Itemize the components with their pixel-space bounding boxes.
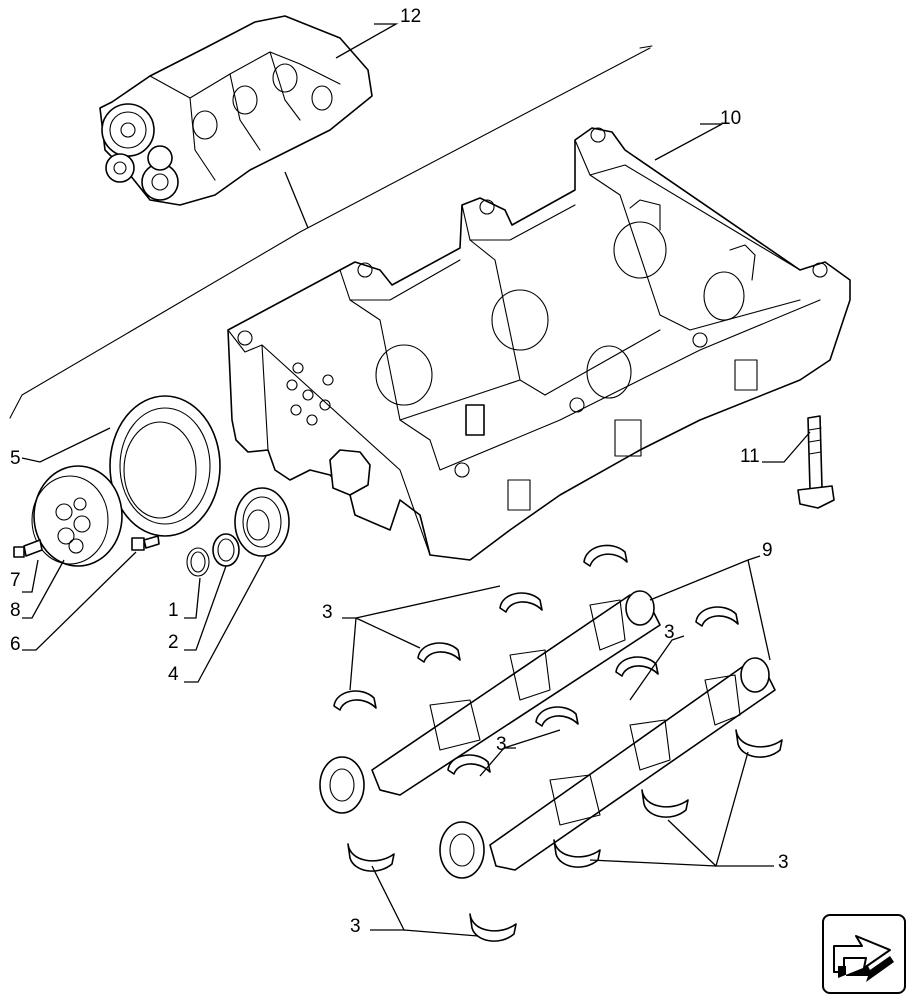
next-page-button[interactable] xyxy=(822,914,906,994)
callout-11: 11 xyxy=(740,446,760,467)
snap-ring xyxy=(186,547,210,577)
callout-3-d: 3 xyxy=(778,852,789,873)
callout-9: 9 xyxy=(762,540,773,561)
next-page-arrow-icon xyxy=(833,935,894,982)
camshaft-upper xyxy=(319,590,661,814)
callout-1: 1 xyxy=(168,600,179,621)
small-bolt xyxy=(131,535,160,551)
callout-7: 7 xyxy=(10,570,21,591)
camshaft-lower xyxy=(439,657,776,879)
screw xyxy=(13,539,43,558)
callout-2: 2 xyxy=(168,632,179,653)
section-divider-tick xyxy=(639,45,653,49)
callout-3-b: 3 xyxy=(664,622,675,643)
callout-3-e: 3 xyxy=(350,916,361,937)
callout-12: 12 xyxy=(400,6,421,27)
bolt xyxy=(797,415,835,509)
callout-labels: 12 10 11 5 7 8 6 1 2 4 9 3 3 3 3 3 xyxy=(10,6,789,937)
overview-pointer-line xyxy=(284,171,309,229)
small-gear xyxy=(234,487,290,557)
callout-6: 6 xyxy=(10,634,21,655)
pulley xyxy=(31,465,123,567)
bearing-shells xyxy=(333,544,783,942)
section-divider xyxy=(9,47,651,419)
callout-8: 8 xyxy=(10,600,21,621)
callout-3-c: 3 xyxy=(496,734,507,755)
callout-3-a: 3 xyxy=(322,602,333,623)
callout-10: 10 xyxy=(720,108,741,129)
leader-lines xyxy=(21,23,811,937)
cylinder-block-housing xyxy=(227,127,851,561)
callout-5: 5 xyxy=(10,448,21,469)
spacer-ring xyxy=(212,533,240,567)
gear-ring xyxy=(109,395,221,537)
assembly-overview-drawing xyxy=(99,15,373,206)
callout-4: 4 xyxy=(168,664,179,685)
